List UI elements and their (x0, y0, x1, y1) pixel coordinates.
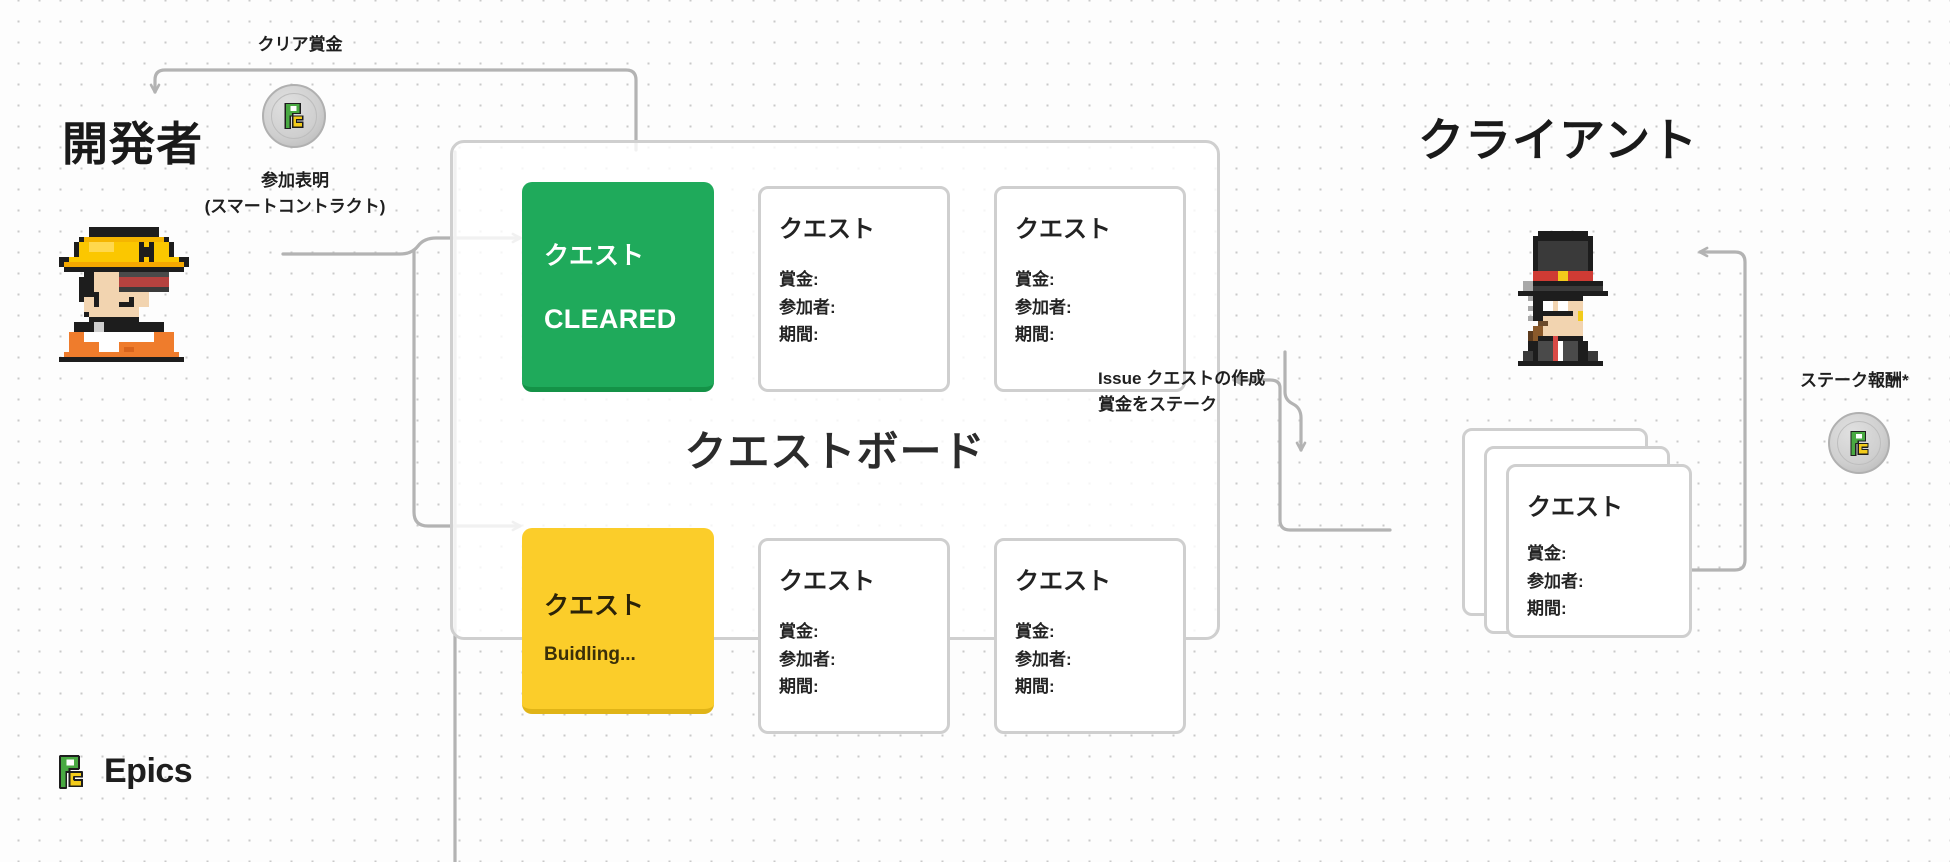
wire-join-declaration-cleared (281, 232, 522, 256)
quest-field-period: 期間: (1527, 599, 1567, 619)
quest-card-building-status: Buidling... (544, 644, 636, 665)
join-declaration-line1: 参加表明 (261, 171, 329, 190)
wire-stake-reward (1673, 246, 1747, 572)
issue-creation-line2: 賞金をステーク (1098, 394, 1217, 414)
wire-issue-create (1283, 350, 1307, 452)
quest-card-row1-1[interactable]: クエスト 賞金: 参加者: 期間: (758, 186, 950, 392)
quest-card-cleared-title: クエスト (544, 242, 645, 270)
quest-card-row2-1[interactable]: クエスト 賞金: 参加者: 期間: (758, 538, 950, 734)
quest-field-period: 期間: (1015, 325, 1055, 345)
quest-card-row1-2-title: クエスト (1015, 216, 1111, 243)
quest-field-bounty: 賞金: (779, 622, 819, 641)
quest-card-row2-2-title: クエスト (1015, 568, 1111, 595)
quest-field-participants: 参加者: (1015, 649, 1072, 669)
quest-field-participants: 参加者: (1527, 571, 1584, 591)
quest-card-cleared[interactable]: クエスト CLEARED (522, 182, 714, 392)
quest-card-building[interactable]: クエスト Buidling... (522, 528, 714, 714)
client-quest-card-front[interactable]: クエスト 賞金: 参加者: 期間: (1506, 464, 1692, 638)
quest-field-bounty: 賞金: (1015, 270, 1055, 289)
quest-card-row2-1-title: クエスト (779, 568, 875, 595)
quest-card-row1-2[interactable]: クエスト 賞金: 参加者: 期間: (994, 186, 1186, 392)
developer-hardhat-avatar-icon (44, 212, 204, 372)
wire-stack-to-board (1232, 374, 1392, 532)
quest-field-period: 期間: (1015, 677, 1055, 697)
epics-coin-icon-right (1828, 412, 1890, 474)
quest-field-bounty: 賞金: (1015, 622, 1055, 641)
issue-creation-label: Issue クエストの作成 賞金をステーク (1098, 366, 1265, 417)
epics-brand-name: Epics (104, 752, 193, 790)
clear-reward-label: クリア賞金 (257, 35, 343, 54)
quest-card-cleared-status: CLEARED (544, 304, 677, 334)
epics-brand-logo: Epics (52, 752, 193, 791)
quest-card-row2-2[interactable]: クエスト 賞金: 参加者: 期間: (994, 538, 1186, 734)
quest-card-building-title: クエスト (544, 592, 645, 620)
stake-reward-label: ステーク報酬* (1800, 371, 1909, 390)
quest-field-participants: 参加者: (779, 649, 836, 669)
quest-field-period: 期間: (779, 325, 819, 345)
wire-join-declaration-building (412, 248, 522, 532)
join-declaration-label: 参加表明 (スマートコントラクト) (175, 168, 415, 219)
issue-creation-line1: Issue クエストの作成 (1098, 369, 1266, 388)
quest-board-title: クエストボード (684, 428, 986, 475)
client-title: クライアント (1418, 114, 1699, 166)
developer-title: 開発者 (62, 118, 203, 170)
epics-coin-icon-left (262, 84, 326, 148)
quest-card-row1-1-title: クエスト (779, 216, 875, 243)
client-tophat-avatar-icon (1478, 216, 1638, 376)
epics-pe-logo-icon (52, 753, 90, 791)
client-quest-card-title: クエスト (1527, 494, 1623, 521)
quest-field-participants: 参加者: (1015, 297, 1072, 317)
wire-clear-reward (149, 68, 638, 152)
quest-field-bounty: 賞金: (1527, 544, 1567, 563)
quest-field-bounty: 賞金: (779, 270, 819, 289)
quest-field-period: 期間: (779, 677, 819, 697)
quest-field-participants: 参加者: (779, 297, 836, 317)
join-declaration-line2: (スマートコントラクト) (204, 196, 386, 216)
